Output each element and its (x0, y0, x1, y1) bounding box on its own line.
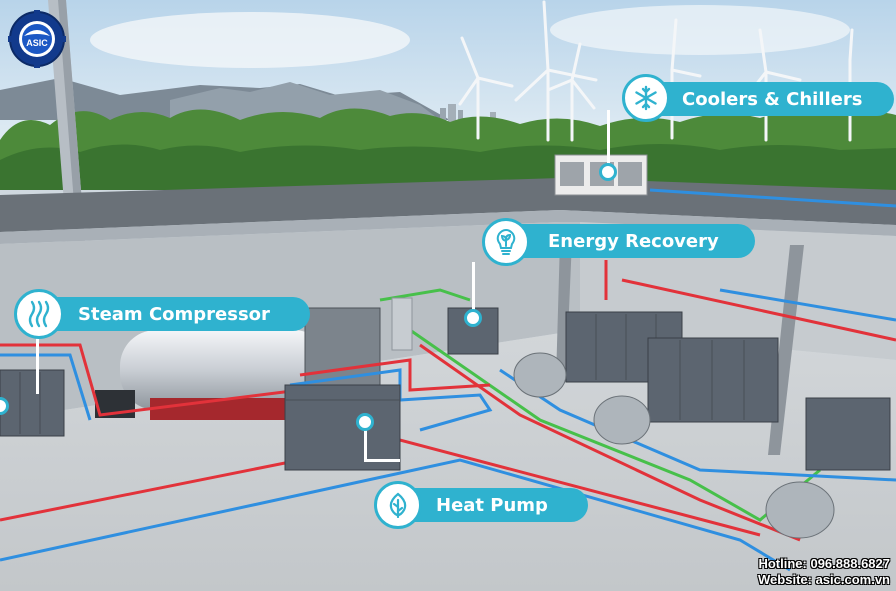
website-link[interactable]: Website: asic.com.vn (758, 572, 890, 587)
svg-text:ASIC: ASIC (26, 38, 48, 48)
steam-connector (36, 334, 39, 394)
heat-pump-label: Heat Pump (436, 494, 548, 516)
coolers-chillers-callout[interactable]: Coolers & Chillers (640, 82, 894, 116)
energy-marker-dot[interactable] (464, 309, 482, 327)
steam-marker-dot[interactable] (0, 397, 9, 415)
energy-recovery-callout[interactable]: Energy Recovery (500, 224, 755, 258)
coolers-marker-dot[interactable] (599, 163, 617, 181)
snowflake-icon (622, 74, 670, 122)
heat-marker-dot[interactable] (356, 413, 374, 431)
energy-connector (472, 262, 475, 316)
heat-connector-horizontal (364, 459, 400, 462)
steam-compressor-callout[interactable]: Steam Compressor (30, 297, 310, 331)
asic-logo: ASIC (8, 10, 66, 68)
lightbulb-leaf-icon (482, 218, 530, 266)
leaf-icon (374, 481, 422, 529)
energy-recovery-label: Energy Recovery (548, 230, 719, 252)
steam-compressor-label: Steam Compressor (78, 303, 270, 325)
coolers-connector (607, 110, 610, 170)
heat-connector (364, 428, 367, 462)
steam-icon (14, 289, 64, 339)
coolers-chillers-label: Coolers & Chillers (682, 88, 863, 110)
hotline-text: Hotline: 096.888.6827 (758, 556, 890, 571)
